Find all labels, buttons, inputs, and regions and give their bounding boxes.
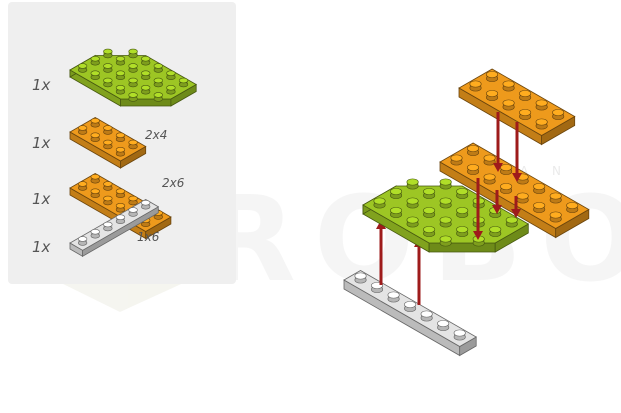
stud [116, 147, 125, 156]
stud [141, 71, 150, 80]
stud [517, 193, 528, 203]
stud [503, 81, 514, 91]
stud [533, 202, 544, 212]
stud [154, 64, 163, 73]
stud [154, 78, 163, 87]
stud [456, 226, 467, 236]
stud [404, 301, 415, 311]
stud [167, 85, 176, 94]
stud [91, 118, 100, 127]
stud [103, 182, 112, 191]
stud [423, 207, 434, 217]
stud [103, 64, 112, 73]
stud [536, 100, 547, 110]
stud [390, 188, 401, 198]
stud [454, 330, 465, 340]
stud [500, 183, 511, 193]
stud [129, 196, 138, 205]
stud [484, 174, 495, 184]
part-quantity: 1x [32, 134, 51, 152]
stud [129, 49, 138, 58]
stud [91, 189, 100, 198]
stud [437, 320, 448, 330]
stud [503, 100, 514, 110]
stud [129, 93, 138, 102]
stud [550, 212, 561, 222]
stud [103, 126, 112, 135]
stud [129, 64, 138, 73]
stud [407, 217, 418, 227]
stud [407, 198, 418, 208]
part-quantity: 1x [32, 190, 51, 208]
stud [440, 236, 451, 246]
stud [78, 64, 87, 73]
stud [552, 109, 563, 119]
stud [456, 207, 467, 217]
stud [550, 193, 561, 203]
stud [116, 189, 125, 198]
stud [179, 78, 188, 87]
stud [567, 202, 578, 212]
stud [407, 179, 418, 189]
stud [103, 140, 112, 149]
stud [533, 183, 544, 193]
stud [141, 56, 150, 65]
stud [506, 217, 517, 227]
stud [129, 140, 138, 149]
stud [91, 174, 100, 183]
stud [519, 90, 530, 100]
part-quantity: 1x [32, 76, 51, 94]
stud [500, 164, 511, 174]
stud [451, 155, 462, 165]
stud [467, 164, 478, 174]
stud [129, 208, 138, 217]
stud [519, 109, 530, 119]
assembly-view [344, 69, 589, 356]
part-size-label: 2x4 [145, 128, 167, 142]
stud [78, 182, 87, 191]
stud [440, 179, 451, 189]
stud [440, 198, 451, 208]
stud [390, 207, 401, 217]
stud [116, 56, 125, 65]
stud [103, 222, 112, 231]
stud [91, 71, 100, 80]
stud [129, 78, 138, 87]
stud [486, 90, 497, 100]
part-quantity: 1x [32, 238, 51, 256]
stud [355, 273, 366, 283]
stud [470, 81, 481, 91]
stud [116, 71, 125, 80]
stud [116, 203, 125, 212]
stud [421, 311, 432, 321]
stud [141, 85, 150, 94]
stud [423, 226, 434, 236]
stud [116, 133, 125, 142]
stud [423, 188, 434, 198]
stud [78, 237, 87, 246]
stud [167, 71, 176, 80]
stud [374, 198, 385, 208]
stud [116, 215, 125, 224]
stud [103, 196, 112, 205]
stud [116, 85, 125, 94]
part-size-label: 1x6 [137, 230, 160, 244]
stud [91, 133, 100, 142]
part-size-label: 2x6 [162, 176, 185, 190]
stud [91, 229, 100, 238]
stud [440, 217, 451, 227]
stud [388, 292, 399, 302]
stud [103, 49, 112, 58]
stud [154, 93, 163, 102]
stud [141, 200, 150, 209]
stud [486, 71, 497, 81]
stud [456, 188, 467, 198]
stud [490, 226, 501, 236]
stud [103, 78, 112, 87]
stud [467, 145, 478, 155]
stud [536, 119, 547, 129]
stud [91, 56, 100, 65]
stud [78, 126, 87, 135]
